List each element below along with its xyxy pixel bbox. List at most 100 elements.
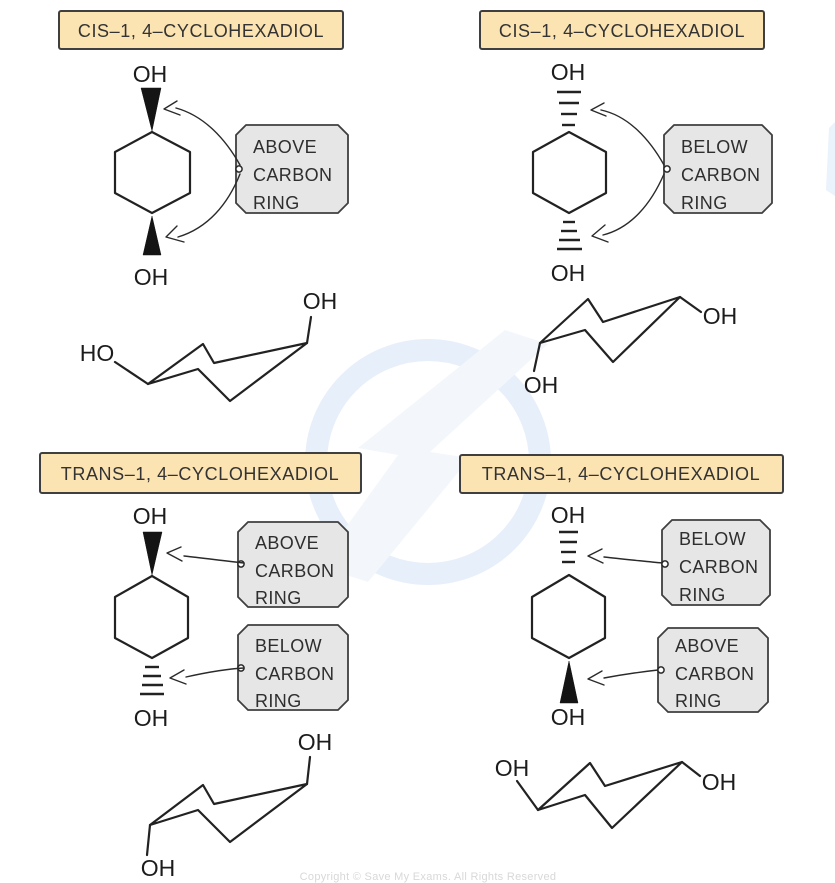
arrowhead-icon [166, 546, 183, 562]
callout-line: BELOW [681, 137, 748, 157]
chair-ring [536, 760, 684, 830]
arrowhead-icon [587, 670, 605, 686]
panel-cis-below: CIS–1, 4–CYCLOHEXADIOL OH OH BELOW CARBO… [479, 10, 773, 398]
oh-label-top: OH [133, 503, 168, 529]
chair-oh-bond [515, 779, 540, 812]
title-box [39, 452, 362, 494]
callout-line: RING [681, 193, 728, 213]
callout-box [237, 624, 349, 711]
callout-line: CARBON [253, 165, 332, 185]
oh-label: OH [303, 288, 338, 314]
oh-label-bottom: OH [551, 704, 586, 730]
callout-connector-dot [235, 165, 243, 173]
oh-label: OH [702, 769, 737, 795]
chair-ring [538, 295, 682, 364]
chair-oh-bond [305, 315, 313, 345]
callout-line: RING [255, 588, 302, 608]
hash-bond-down-icon [557, 220, 582, 251]
callout-line: RING [253, 193, 300, 213]
oh-label-top: OH [551, 59, 586, 85]
connector-arrow [603, 556, 663, 564]
oh-label-bottom: OH [134, 705, 169, 731]
oh-label-top: OH [551, 502, 586, 528]
oh-label: OH [298, 729, 333, 755]
callout-line: CARBON [255, 561, 334, 581]
wedge-bond-down-icon [142, 215, 162, 256]
callout-line: RING [255, 691, 302, 711]
curved-arrow [175, 107, 241, 166]
callout-line: CARBON [679, 557, 758, 577]
chair-conformation: HO OH [80, 288, 338, 403]
wedge-bond-up-icon [142, 531, 163, 576]
hash-bond-up-icon [559, 530, 578, 564]
ho-label: HO [80, 340, 115, 366]
arrowhead-icon [165, 225, 185, 243]
title-box [479, 10, 765, 50]
callout-line: BELOW [255, 636, 322, 656]
oh-label: OH [703, 303, 738, 329]
hash-bond-up-icon [557, 90, 581, 127]
hash-bond-down-icon [140, 665, 164, 696]
curved-arrow [177, 173, 241, 238]
callout-box [663, 124, 773, 214]
chair-oh-bond [145, 823, 152, 857]
connector-arrow [603, 669, 659, 679]
chair-ring [146, 341, 309, 403]
watermark-fragment [826, 122, 835, 196]
arrowhead-icon [591, 224, 609, 243]
connector-arrow [183, 555, 245, 564]
wedge-bond-down-icon [559, 660, 579, 704]
callout-connector-dot [663, 165, 671, 173]
callout-box [237, 521, 349, 608]
callout-box [657, 627, 769, 713]
title-box [459, 454, 784, 494]
curved-arrow [600, 109, 665, 166]
arrowhead-icon [587, 548, 604, 564]
panel-title: CIS–1, 4–CYCLOHEXADIOL [499, 21, 745, 41]
panel-title: TRANS–1, 4–CYCLOHEXADIOL [61, 464, 340, 484]
arrowhead-icon [169, 669, 187, 685]
panel-title: CIS–1, 4–CYCLOHEXADIOL [78, 21, 324, 41]
callout-box [661, 519, 771, 606]
chair-ring [148, 782, 309, 844]
callout-connector-dot [657, 666, 665, 674]
callout-line: CARBON [255, 664, 334, 684]
oh-label-bottom: OH [551, 260, 586, 286]
chair-oh-bond [532, 341, 542, 373]
cyclohexane-ring [531, 130, 608, 215]
chair-oh-bond [680, 760, 702, 778]
cyclohexane-ring [113, 130, 192, 215]
callout-line: ABOVE [253, 137, 317, 157]
title-box [58, 10, 344, 50]
panel-trans-above-below: TRANS–1, 4–CYCLOHEXADIOL OH OH ABOVE CAR… [39, 452, 362, 881]
oh-label: OH [524, 372, 559, 398]
wedge-bond-up-icon [140, 87, 162, 132]
callout-line: ABOVE [255, 533, 319, 553]
callout-line: CARBON [681, 165, 760, 185]
cyclohexane-ring [113, 574, 190, 660]
callout-line: ABOVE [675, 636, 739, 656]
connector-arrow [185, 667, 245, 678]
chair-oh-bond [678, 295, 703, 314]
panel-cis-above: CIS–1, 4–CYCLOHEXADIOL OH OH ABOVE CARBO… [58, 10, 349, 403]
oh-label-bottom: OH [134, 264, 169, 290]
oh-label: OH [141, 855, 176, 881]
panel-title: TRANS–1, 4–CYCLOHEXADIOL [482, 464, 761, 484]
arrowhead-icon [163, 100, 181, 116]
chair-oh-bond [305, 755, 312, 786]
copyright-notice: Copyright © Save My Exams. All Rights Re… [300, 871, 557, 883]
chair-conformation: OH OH [495, 755, 737, 830]
chair-conformation: OH OH [141, 729, 333, 881]
panel-trans-below-above: TRANS–1, 4–CYCLOHEXADIOL OH OH BELOW CAR… [459, 454, 784, 830]
callout-connector-dot [661, 560, 669, 568]
curved-arrow [602, 173, 665, 236]
callout-line: RING [675, 691, 722, 711]
watermark-bolt [318, 330, 548, 582]
oh-label-top: OH [133, 61, 168, 87]
callout-line: CARBON [675, 664, 754, 684]
cyclohexane-ring [530, 573, 607, 660]
callout-line: RING [679, 585, 726, 605]
chair-conformation: OH OH [524, 295, 738, 398]
oh-label: OH [495, 755, 530, 781]
